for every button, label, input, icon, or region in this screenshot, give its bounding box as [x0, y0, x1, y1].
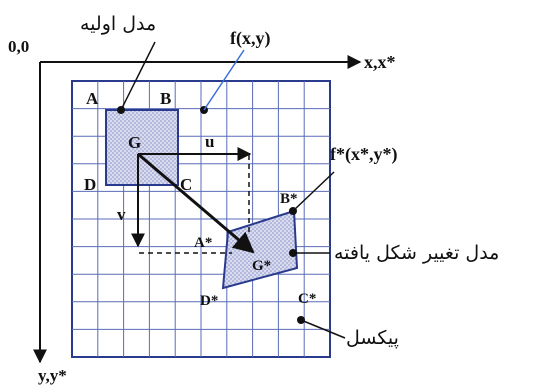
- label-d-star: D*: [200, 293, 218, 309]
- label-v: v: [117, 205, 126, 224]
- f-star-label: f*(x*,y*): [330, 144, 397, 165]
- origin-label: 0,0: [8, 37, 29, 56]
- label-d: D: [84, 175, 96, 194]
- label-b: B: [160, 89, 171, 108]
- label-c: C: [180, 175, 192, 194]
- f-star-leader: [292, 171, 335, 212]
- initial-model-leader: [120, 41, 156, 111]
- label-u: u: [205, 132, 214, 151]
- deformed-model-shape: [221, 209, 299, 290]
- f-leader: [203, 49, 245, 111]
- pixel-leader: [300, 319, 346, 339]
- pixel-label: پیکسل: [346, 327, 399, 349]
- displacement-vector: [137, 152, 255, 254]
- x-axis-label: x,x*: [364, 52, 396, 72]
- label-g-star: G*: [252, 258, 271, 274]
- y-axis-label: y,y*: [38, 366, 67, 385]
- deformed-model-label: مدل تغییر شکل یافته: [334, 242, 499, 264]
- label-a: A: [86, 89, 99, 108]
- initial-model-shape: [105, 109, 179, 186]
- f-label: f(x,y): [230, 28, 270, 49]
- label-c-star: C*: [298, 291, 316, 307]
- label-a-star: A*: [194, 235, 212, 251]
- label-g: G: [128, 133, 141, 152]
- label-b-star: B*: [280, 191, 298, 207]
- initial-model-label: مدل اولیه: [80, 13, 156, 35]
